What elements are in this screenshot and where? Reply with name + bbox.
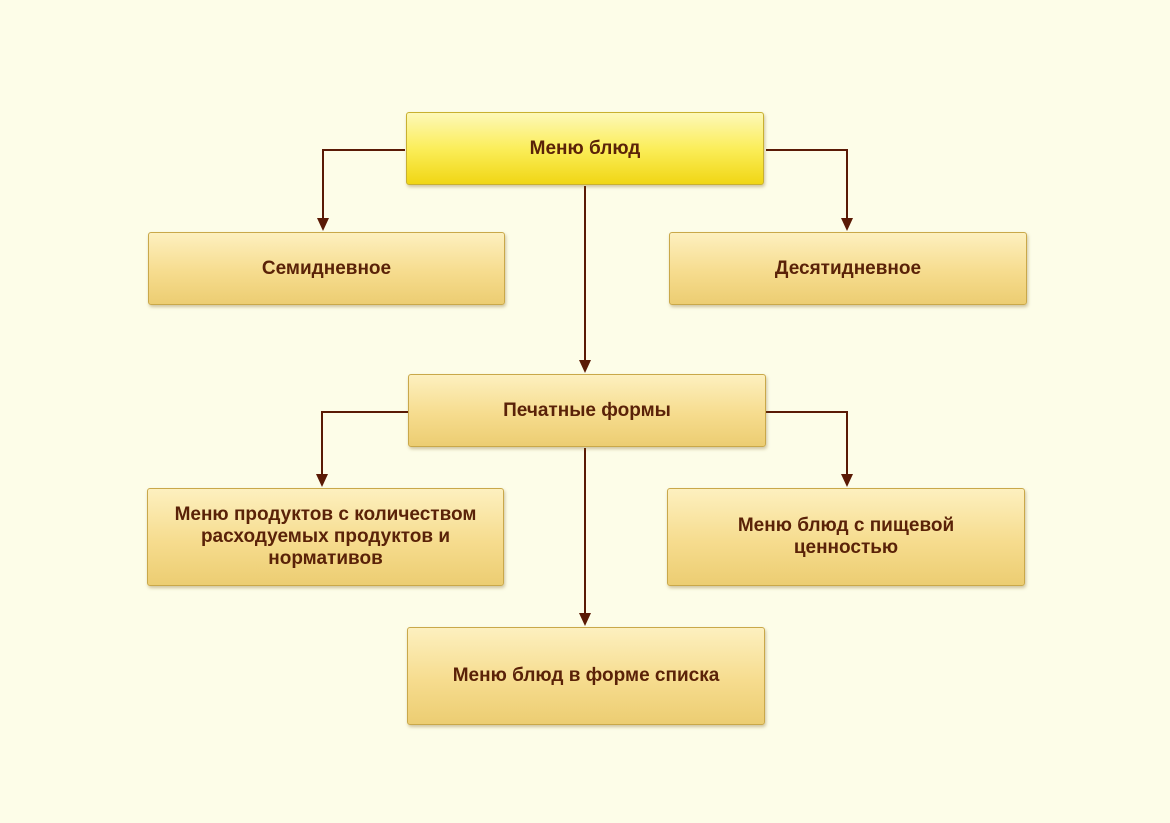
node-dish-menu-label: Меню блюд: [529, 137, 641, 159]
node-products-menu: Меню продуктов с количеством расходуемых…: [147, 488, 504, 586]
node-ten-day: Десятидневное: [669, 232, 1027, 305]
connector-print-to-nutrition-menu: [766, 411, 848, 474]
node-ten-day-label: Десятидневное: [774, 257, 922, 279]
node-seven-day-label: Семидневное: [261, 257, 392, 279]
node-list-menu-label: Меню блюд в форме списка: [452, 665, 720, 686]
node-nutrition-menu: Меню блюд с пищевой ценностью: [667, 488, 1025, 586]
node-print-forms: Печатные формы: [408, 374, 766, 447]
node-dish-menu: Меню блюд: [406, 112, 764, 185]
node-list-menu: Меню блюд в форме списка: [407, 627, 765, 725]
node-nutrition-menu-label: Меню блюд с пищевой ценностью: [737, 515, 955, 558]
node-products-menu-label: Меню продуктов с количеством расходуемых…: [174, 504, 477, 569]
node-print-forms-label: Печатные формы: [503, 399, 671, 421]
connector-root-to-ten-day: [766, 149, 848, 218]
node-seven-day: Семидневное: [148, 232, 505, 305]
connector-print-to-products-menu: [321, 411, 408, 474]
connector-root-to-seven-day: [322, 149, 405, 218]
